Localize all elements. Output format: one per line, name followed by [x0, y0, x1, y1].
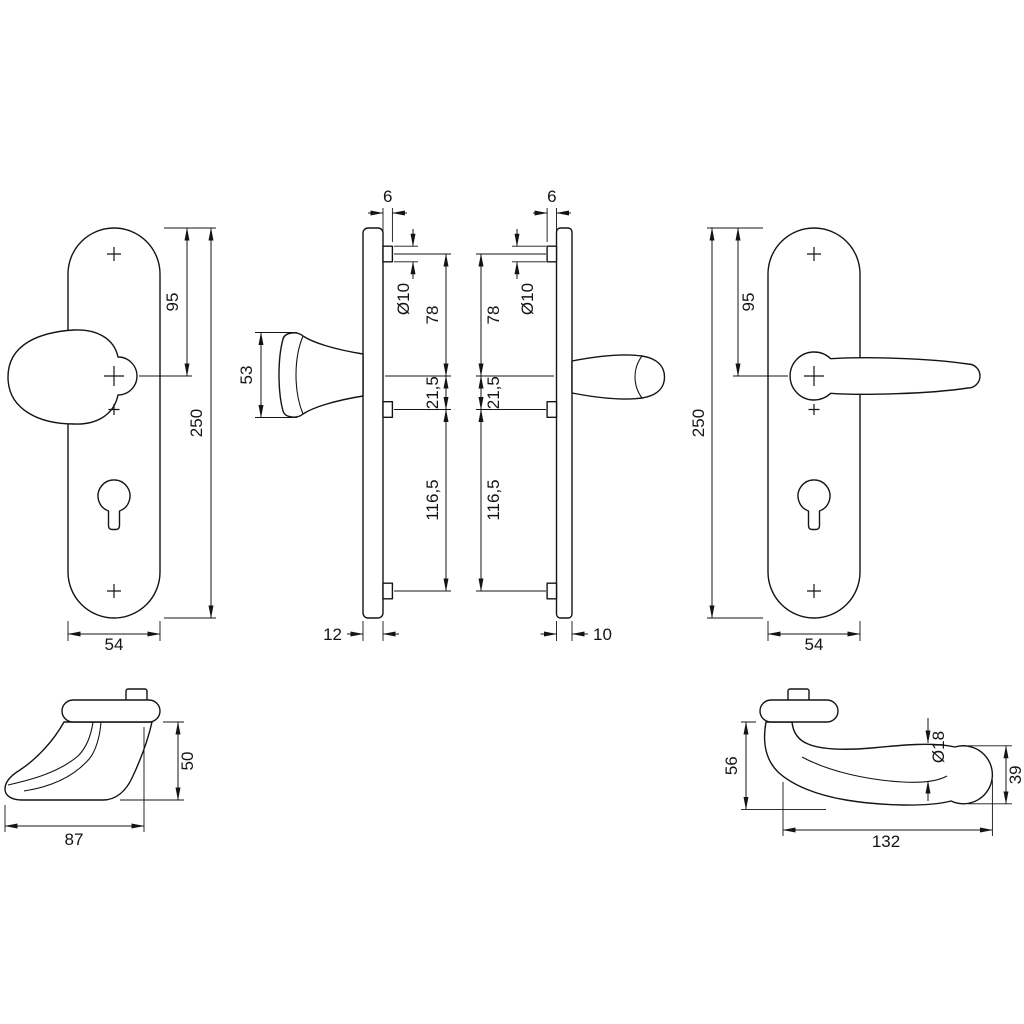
dimensions-front-knob: 95 250 54	[67, 227, 216, 654]
knob-top-creases	[7, 721, 102, 792]
dim-label-250: 250	[689, 409, 708, 437]
dim-label-39: 39	[1006, 765, 1024, 784]
lever-top-silhouette	[763, 721, 993, 806]
lever-front-shape	[789, 351, 981, 401]
dim-label-116-5: 116,5	[484, 479, 503, 520]
dim-label-10: 10	[593, 625, 612, 644]
dim-label-12: 12	[323, 625, 342, 644]
dim-label-53: 53	[237, 366, 256, 385]
dim-label-56: 56	[722, 756, 741, 775]
knob-top-cap	[61, 699, 161, 723]
spindle-stub	[787, 688, 810, 702]
fixing-hole-marks	[104, 247, 124, 598]
extension-lines	[741, 721, 1012, 836]
extension-lines	[4, 721, 184, 832]
dim-label-95: 95	[739, 293, 758, 312]
view-top-lever-handle: 56 Ø18 39 132	[722, 688, 1024, 851]
bottom-fixing-pin	[382, 582, 394, 600]
knob-plate-side-outline	[362, 227, 384, 619]
dim-label-250: 250	[187, 409, 206, 437]
dimensions-top-knob: 50 87	[4, 721, 197, 849]
dim-label-d10: Ø10	[394, 283, 413, 315]
dimensions-top-lever: 56 Ø18 39 132	[722, 718, 1024, 851]
view-top-knob-handle: 50 87	[4, 688, 197, 849]
dim-label-78: 78	[484, 306, 503, 325]
dim-label-d10: Ø10	[518, 283, 537, 315]
knob-side-shape	[278, 332, 364, 418]
extension-lines	[67, 227, 216, 641]
dim-label-54: 54	[105, 635, 124, 654]
view-front-lever-plate: 95 250 54	[689, 227, 981, 654]
knob-front-shape	[7, 329, 138, 425]
dim-label-21-5: 21,5	[484, 376, 503, 409]
dim-label-95: 95	[163, 293, 182, 312]
spindle-stub	[125, 688, 148, 702]
cylinder-keyhole	[797, 479, 831, 531]
lever-grip-contour	[801, 756, 948, 783]
top-fixing-pin	[546, 245, 558, 263]
mid-fixing-pin	[382, 401, 394, 419]
dim-label-50: 50	[178, 752, 197, 771]
dim-label-87: 87	[65, 830, 84, 849]
bottom-fixing-pin	[546, 582, 558, 600]
lever-side-shape	[571, 354, 666, 400]
dim-label-132: 132	[872, 832, 900, 851]
fixing-hole-marks	[804, 247, 824, 598]
extension-lines	[707, 227, 861, 641]
dim-label-21-5: 21,5	[423, 376, 442, 409]
lever-plate-outline	[767, 227, 861, 619]
dimensions-side-lever: 6 Ø10 78 21,5 116,5 10	[476, 187, 612, 644]
mid-fixing-pin	[546, 401, 558, 419]
view-front-knob-plate: 95 250 54	[7, 227, 216, 654]
dim-label-6: 6	[547, 187, 556, 206]
lever-side-crease	[634, 355, 643, 399]
extension-lines	[476, 208, 573, 641]
top-fixing-pin	[382, 245, 394, 263]
lever-top-cap	[759, 699, 839, 723]
dim-label-54: 54	[805, 635, 824, 654]
dim-label-78: 78	[423, 306, 442, 325]
dim-label-116-5: 116,5	[423, 479, 442, 520]
lever-plate-side-outline	[555, 227, 573, 619]
dimensions-side-knob: 6 Ø10 78 21,5 116,5 53 12	[237, 187, 451, 644]
cylinder-keyhole	[97, 479, 131, 531]
view-side-knob-plate: 6 Ø10 78 21,5 116,5 53 12	[237, 187, 451, 644]
dimensions-front-lever: 95 250 54	[689, 227, 861, 654]
view-side-lever-plate: 6 Ø10 78 21,5 116,5 10	[476, 187, 666, 644]
dim-label-d18: Ø18	[929, 731, 948, 763]
extension-lines	[255, 208, 451, 641]
knob-side-crease	[295, 335, 304, 415]
dim-label-6: 6	[383, 187, 392, 206]
knob-top-silhouette	[4, 721, 153, 801]
